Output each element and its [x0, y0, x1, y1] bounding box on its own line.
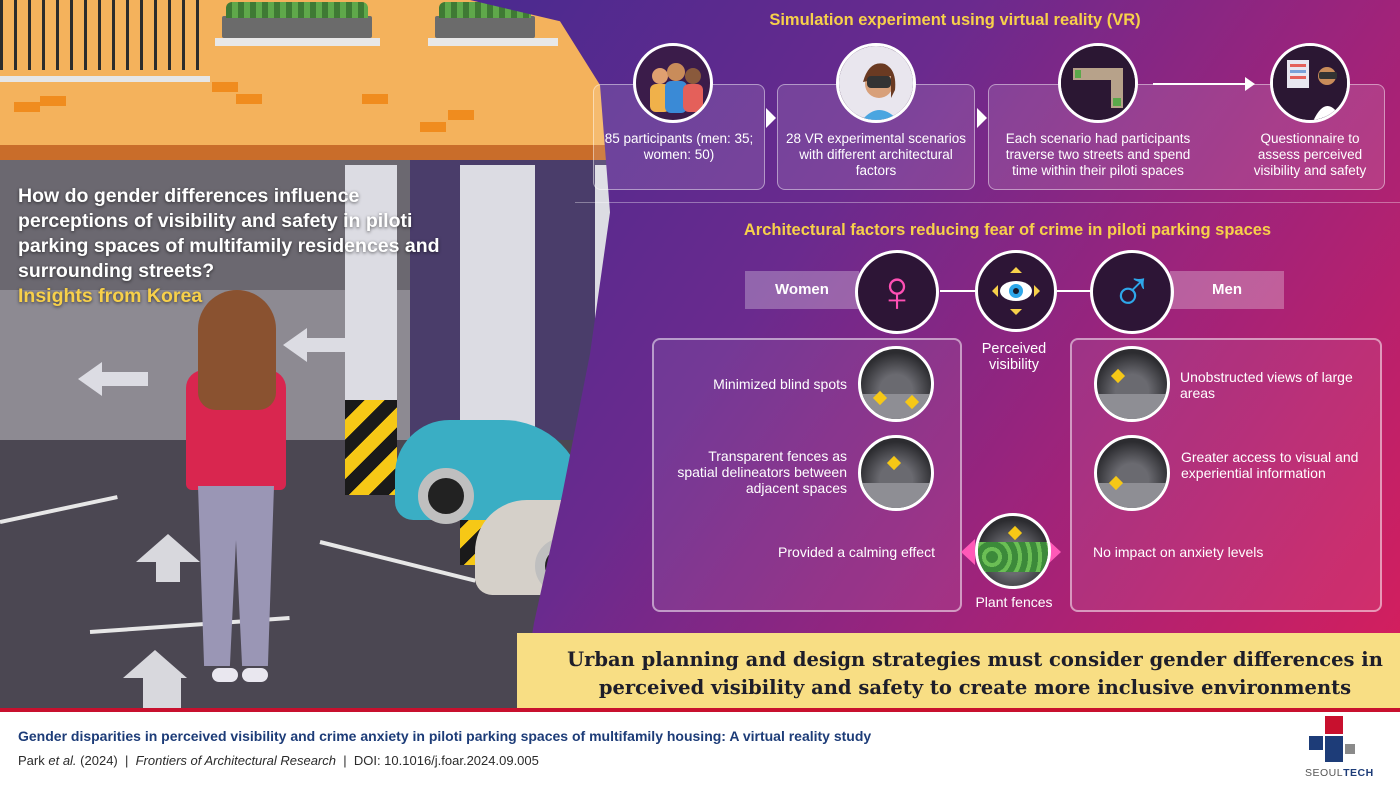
men-factor-2: Greater access to visual and experientia…: [1181, 449, 1359, 481]
direction-arrow: [78, 362, 148, 396]
floor-arrow: [136, 534, 200, 582]
vr-headset-icon: [836, 43, 916, 123]
doi-text: DOI: 10.1016/j.foar.2024.09.005: [353, 753, 539, 768]
eye-icon: [975, 250, 1057, 332]
step-text: Questionnaire to assess perceived visibi…: [1253, 131, 1367, 178]
step-text: 85 participants (men: 35; women: 50): [604, 131, 754, 162]
footer: [0, 712, 1400, 788]
conclusion-banner: [517, 633, 1400, 708]
men-factor-3: No impact on anxiety levels: [1093, 544, 1264, 560]
visual-access-photo: [1094, 435, 1170, 511]
plant-fences-label: Plant fences: [975, 594, 1053, 610]
women-factor-3: Provided a calming effect: [778, 544, 935, 560]
female-symbol-icon: ♀: [855, 250, 939, 334]
perceived-visibility-label: Perceived visibility: [981, 341, 1047, 373]
question-text: How do gender differences influence perc…: [18, 185, 440, 282]
section-divider: [575, 202, 1400, 203]
direction-arrow: [283, 328, 345, 362]
factors-section-title: Architectural factors reducing fear of c…: [743, 221, 1272, 239]
planter-box: [222, 2, 372, 38]
journal-name: Frontiers of Architectural Research: [135, 753, 336, 768]
men-factor-1: Unobstructed views of large areas: [1180, 369, 1353, 401]
plant-fence-photo: [975, 513, 1051, 589]
citation: Park et al. (2024) | Frontiers of Archit…: [18, 753, 539, 768]
chevron-right-icon: [766, 108, 776, 128]
balcony-ledge: [428, 38, 558, 46]
unobstructed-view-photo: [1094, 346, 1170, 422]
balcony: [0, 0, 210, 82]
planter-box: [435, 2, 535, 38]
floor-arrow: [123, 650, 187, 708]
conclusion-text: Urban planning and design strategies mus…: [560, 646, 1390, 702]
women-factor-2: Transparent fences as spatial delineator…: [677, 448, 847, 496]
women-factor-1: Minimized blind spots: [713, 376, 847, 392]
street-map-icon: [1058, 43, 1138, 123]
parking-illustration: [0, 0, 645, 708]
arrow-right-icon: [1153, 77, 1255, 91]
seoultech-logo-icon: [1309, 716, 1355, 762]
woman-figure: [180, 290, 300, 690]
male-symbol-icon: ♂: [1090, 250, 1174, 334]
vr-section-title: Simulation experiment using virtual real…: [769, 11, 1141, 29]
step-text: 28 VR experimental scenarios with differ…: [785, 131, 967, 178]
footer-divider: [0, 708, 1400, 712]
participants-group-icon: [633, 43, 713, 123]
women-label: Women: [745, 271, 859, 309]
findings-panel: [470, 0, 1400, 708]
insight-label: Insights from Korea: [18, 285, 203, 307]
hazard-stripes: [345, 400, 397, 495]
research-question: How do gender differences influence perc…: [18, 184, 468, 309]
seoultech-wordmark: SEOULTECH: [1305, 767, 1374, 779]
questionnaire-icon: [1270, 43, 1350, 123]
blind-spots-photo: [858, 346, 934, 422]
chevron-right-icon: [977, 108, 987, 128]
conclusion-line-1: Urban planning and design strategies mus…: [567, 648, 1383, 671]
balcony-ledge: [215, 38, 380, 46]
men-label: Men: [1170, 271, 1284, 309]
transparent-fence-photo: [858, 435, 934, 511]
paper-title: Gender disparities in perceived visibili…: [18, 728, 872, 744]
step-text: Each scenario had participants traverse …: [1005, 131, 1191, 178]
conclusion-line-2: perceived visibility and safety to creat…: [598, 676, 1352, 699]
